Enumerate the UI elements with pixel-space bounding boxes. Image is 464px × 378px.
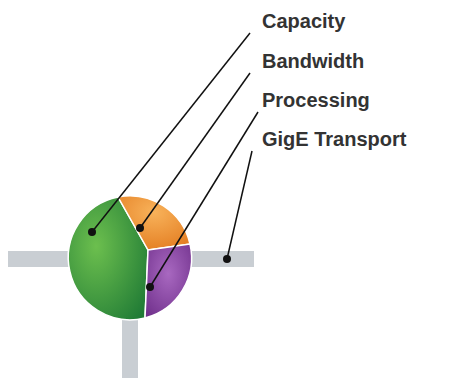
leader-dot xyxy=(136,224,144,232)
leader-line xyxy=(92,33,250,232)
callout-label: Bandwidth xyxy=(262,50,364,72)
callout-label: Processing xyxy=(262,89,370,111)
leader-dot xyxy=(223,255,231,263)
leader-dot xyxy=(146,283,154,291)
leader-dot xyxy=(88,228,96,236)
leader-line xyxy=(150,112,258,287)
callout-label: Capacity xyxy=(262,10,345,32)
bandwidth-segment xyxy=(118,196,190,250)
leader-line xyxy=(227,151,252,259)
callout-label: GigE Transport xyxy=(262,128,406,150)
processing-segment xyxy=(145,244,192,318)
